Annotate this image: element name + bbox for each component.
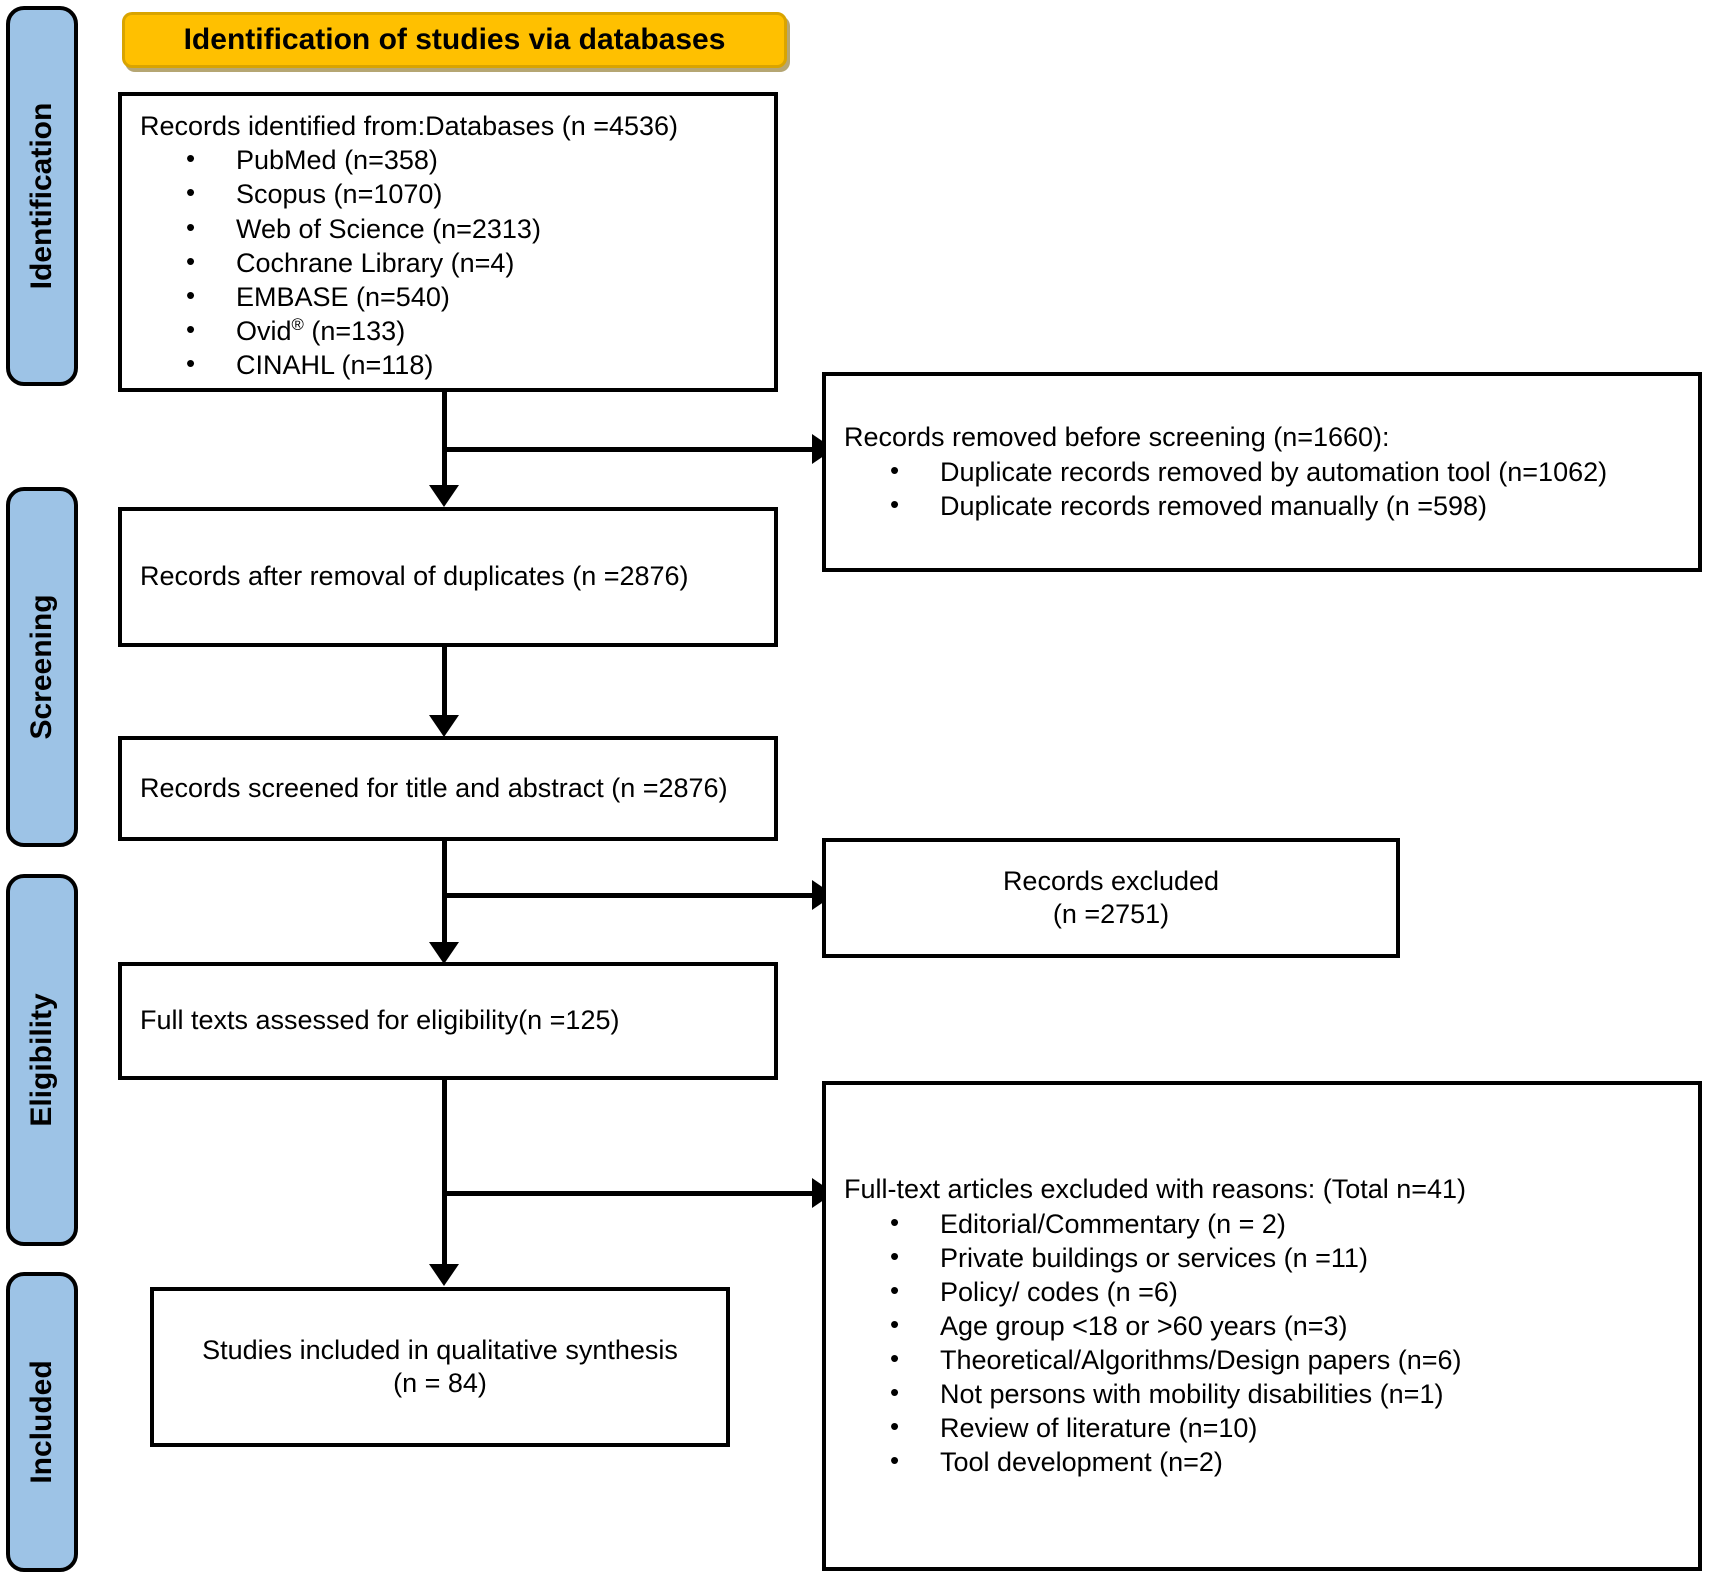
studies-included-line1: Studies included in qualitative synthesi… xyxy=(202,1334,678,1365)
studies-included-line2: (n = 84) xyxy=(393,1368,487,1398)
records-identified-heading: Records identified from:Databases (n =45… xyxy=(140,111,679,141)
stage-rail-screening: Screening xyxy=(6,487,78,847)
stage-label-identification: Identification xyxy=(25,102,58,290)
list-item: Tool development (n=2) xyxy=(890,1444,1680,1479)
list-item: Cochrane Library (n=4) xyxy=(186,245,756,280)
connector-identified-to-removed xyxy=(442,447,816,452)
arrowhead-to-included-studies xyxy=(429,1264,459,1286)
box-records-after-duplicates: Records after removal of duplicates (n =… xyxy=(118,507,778,647)
full-texts-assessed-heading: Full texts assessed for eligibility(n =1… xyxy=(140,1005,620,1036)
diagram-title: Identification of studies via databases xyxy=(183,23,726,56)
list-item: Review of literature (n=10) xyxy=(890,1410,1680,1445)
connector-screened-down xyxy=(442,841,447,959)
box-records-removed-before-screening: Records removed before screening (n=1660… xyxy=(822,372,1702,572)
connector-full-texts-down xyxy=(442,1080,447,1280)
list-item: CINAHL (n=118) xyxy=(186,347,756,382)
records-excluded-line1: Records excluded xyxy=(1002,865,1220,896)
stage-rail-included: Included xyxy=(6,1272,78,1572)
list-item: Theoretical/Algorithms/Design papers (n=… xyxy=(890,1342,1680,1377)
records-removed-list: Duplicate records removed by automation … xyxy=(844,454,1680,523)
records-removed-heading: Records removed before screening (n=1660… xyxy=(844,422,1390,453)
list-item: Policy/ codes (n =6) xyxy=(890,1274,1680,1309)
box-records-screened: Records screened for title and abstract … xyxy=(118,736,778,841)
records-screened-heading: Records screened for title and abstract … xyxy=(140,772,728,803)
stage-rail-identification: Identification xyxy=(6,6,78,386)
arrowhead-to-after-duplicates xyxy=(429,485,459,507)
records-excluded-line2: (n =2751) xyxy=(1052,899,1170,929)
stage-rail-eligibility: Eligibility xyxy=(6,874,78,1246)
records-identified-list: PubMed (n=358) Scopus (n=1070) Web of Sc… xyxy=(140,142,756,382)
box-records-excluded: Records excluded (n =2751) xyxy=(822,838,1400,958)
arrowhead-to-full-texts xyxy=(429,942,459,964)
list-item: Duplicate records removed by automation … xyxy=(890,454,1680,489)
list-item: PubMed (n=358) xyxy=(186,142,756,177)
box-fulltext-articles-excluded: Full-text articles excluded with reasons… xyxy=(822,1081,1702,1571)
box-full-texts-assessed: Full texts assessed for eligibility(n =1… xyxy=(118,962,778,1080)
connector-screened-to-excluded xyxy=(442,893,816,898)
ovid-base: Ovid xyxy=(236,315,292,346)
fulltext-excluded-list: Editorial/Commentary (n = 2) Private bui… xyxy=(844,1206,1680,1479)
box-records-identified: Records identified from:Databases (n =45… xyxy=(118,92,778,392)
records-after-duplicates-heading: Records after removal of duplicates (n =… xyxy=(140,561,689,592)
list-item: Duplicate records removed manually (n =5… xyxy=(890,488,1680,523)
stage-label-included: Included xyxy=(25,1360,58,1484)
list-item: Not persons with mobility disabilities (… xyxy=(890,1376,1680,1411)
ovid-count: (n=133) xyxy=(303,315,406,346)
list-item: Web of Science (n=2313) xyxy=(186,210,756,246)
fulltext-excluded-heading: Full-text articles excluded with reasons… xyxy=(844,1174,1467,1205)
connector-after-duplicates-down xyxy=(442,647,447,729)
list-item: Editorial/Commentary (n = 2) xyxy=(890,1206,1680,1241)
diagram-title-banner: Identification of studies via databases xyxy=(122,12,787,68)
connector-full-texts-to-excluded xyxy=(442,1191,816,1196)
registered-mark: ® xyxy=(291,314,304,334)
stage-label-eligibility: Eligibility xyxy=(25,993,58,1127)
arrowhead-to-screened xyxy=(429,715,459,737)
list-item: Age group <18 or >60 years (n=3) xyxy=(890,1308,1680,1343)
list-item: EMBASE (n=540) xyxy=(186,279,756,314)
list-item-ovid: Ovid® (n=133) xyxy=(186,313,756,348)
stage-label-screening: Screening xyxy=(25,594,58,740)
box-studies-included: Studies included in qualitative synthesi… xyxy=(150,1287,730,1447)
list-item: Scopus (n=1070) xyxy=(186,176,756,211)
list-item: Private buildings or services (n =11) xyxy=(890,1240,1680,1275)
